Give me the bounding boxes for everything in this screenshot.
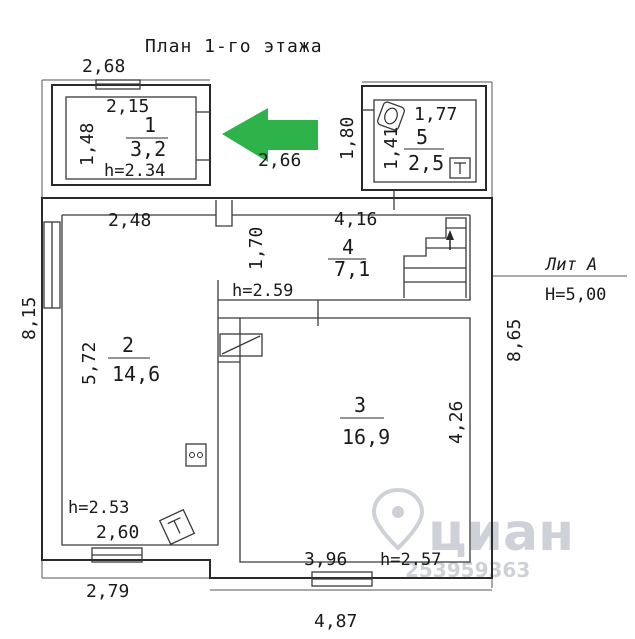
dim-left-total: 8,15 [19,297,40,340]
green-arrow-icon [222,108,318,162]
plan-title: План 1-го этажа [145,36,323,57]
room-area: 16,9 [342,425,390,449]
main-walls [41,190,493,587]
room-1-walls [51,79,211,186]
dim-room5-height: 1,41 [381,127,402,170]
room-height: h=2.53 [68,498,129,518]
location-pin-icon [371,487,425,551]
room-area: 7,1 [334,257,370,281]
dim-room5-width: 1,77 [414,104,457,125]
room-area: 2,5 [408,151,444,175]
room-area: 14,6 [112,362,160,386]
room-5-label: 5 2,5 [404,125,444,175]
dim-room2-top: 2,48 [108,210,151,231]
dim-room1-inner-width: 2,15 [106,96,149,117]
sink-icon [377,101,405,131]
dim-room2-bottom: 2,60 [96,522,139,543]
room-4-label: 4 7,1 h=2.59 [232,235,370,301]
dim-bottom-total: 4,87 [314,611,357,632]
dim-room1-height: 1,48 [77,123,98,166]
boiler-icon [219,333,263,357]
dim-bottom-left: 2,79 [86,581,129,602]
room-3-label: 3 16,9 h=2.57 [340,393,441,570]
dim-right-top-height: 1,80 [337,117,358,160]
room-height: h=2.57 [380,550,441,570]
room-area: 3,2 [130,137,166,161]
lit-height: H=5,00 [545,285,606,305]
dim-top-left-width: 2,68 [82,56,125,77]
lit-label: Лит А [544,255,597,275]
staircase [403,217,467,298]
dim-right-total: 8,65 [504,319,525,362]
room-1-label: 1 3,2 h=2.34 [104,113,168,181]
room-number: 3 [354,393,366,417]
watermark-brand: циан [428,503,574,563]
room-number: 5 [416,125,428,149]
stair-arrow-icon [446,230,454,250]
dim-room3-bottom: 3,96 [304,549,347,570]
dimension-labels: 2,68 2,15 1,48 2,66 1,80 1,77 1,41 2,48 … [19,56,525,632]
room-height: h=2.34 [104,161,165,181]
dim-hall-height: 1,70 [246,227,267,270]
dim-room3-height: 4,26 [446,401,467,444]
room-5-walls [361,85,487,191]
room-number: 2 [122,333,134,357]
dim-room2-height: 5,72 [79,342,100,385]
room-height: h=2.59 [232,281,293,301]
dim-stair-span: 4,16 [334,209,377,230]
toilet-icon [158,508,196,546]
room5-toilet-icon [449,157,471,179]
room-number: 4 [342,235,354,259]
watermark: циан 253959363 [371,487,574,582]
room-2-label: 2 14,6 h=2.53 [68,333,160,518]
room-number: 1 [144,113,156,137]
dim-mid-width: 2,66 [258,150,301,171]
stove-icon [185,443,207,467]
